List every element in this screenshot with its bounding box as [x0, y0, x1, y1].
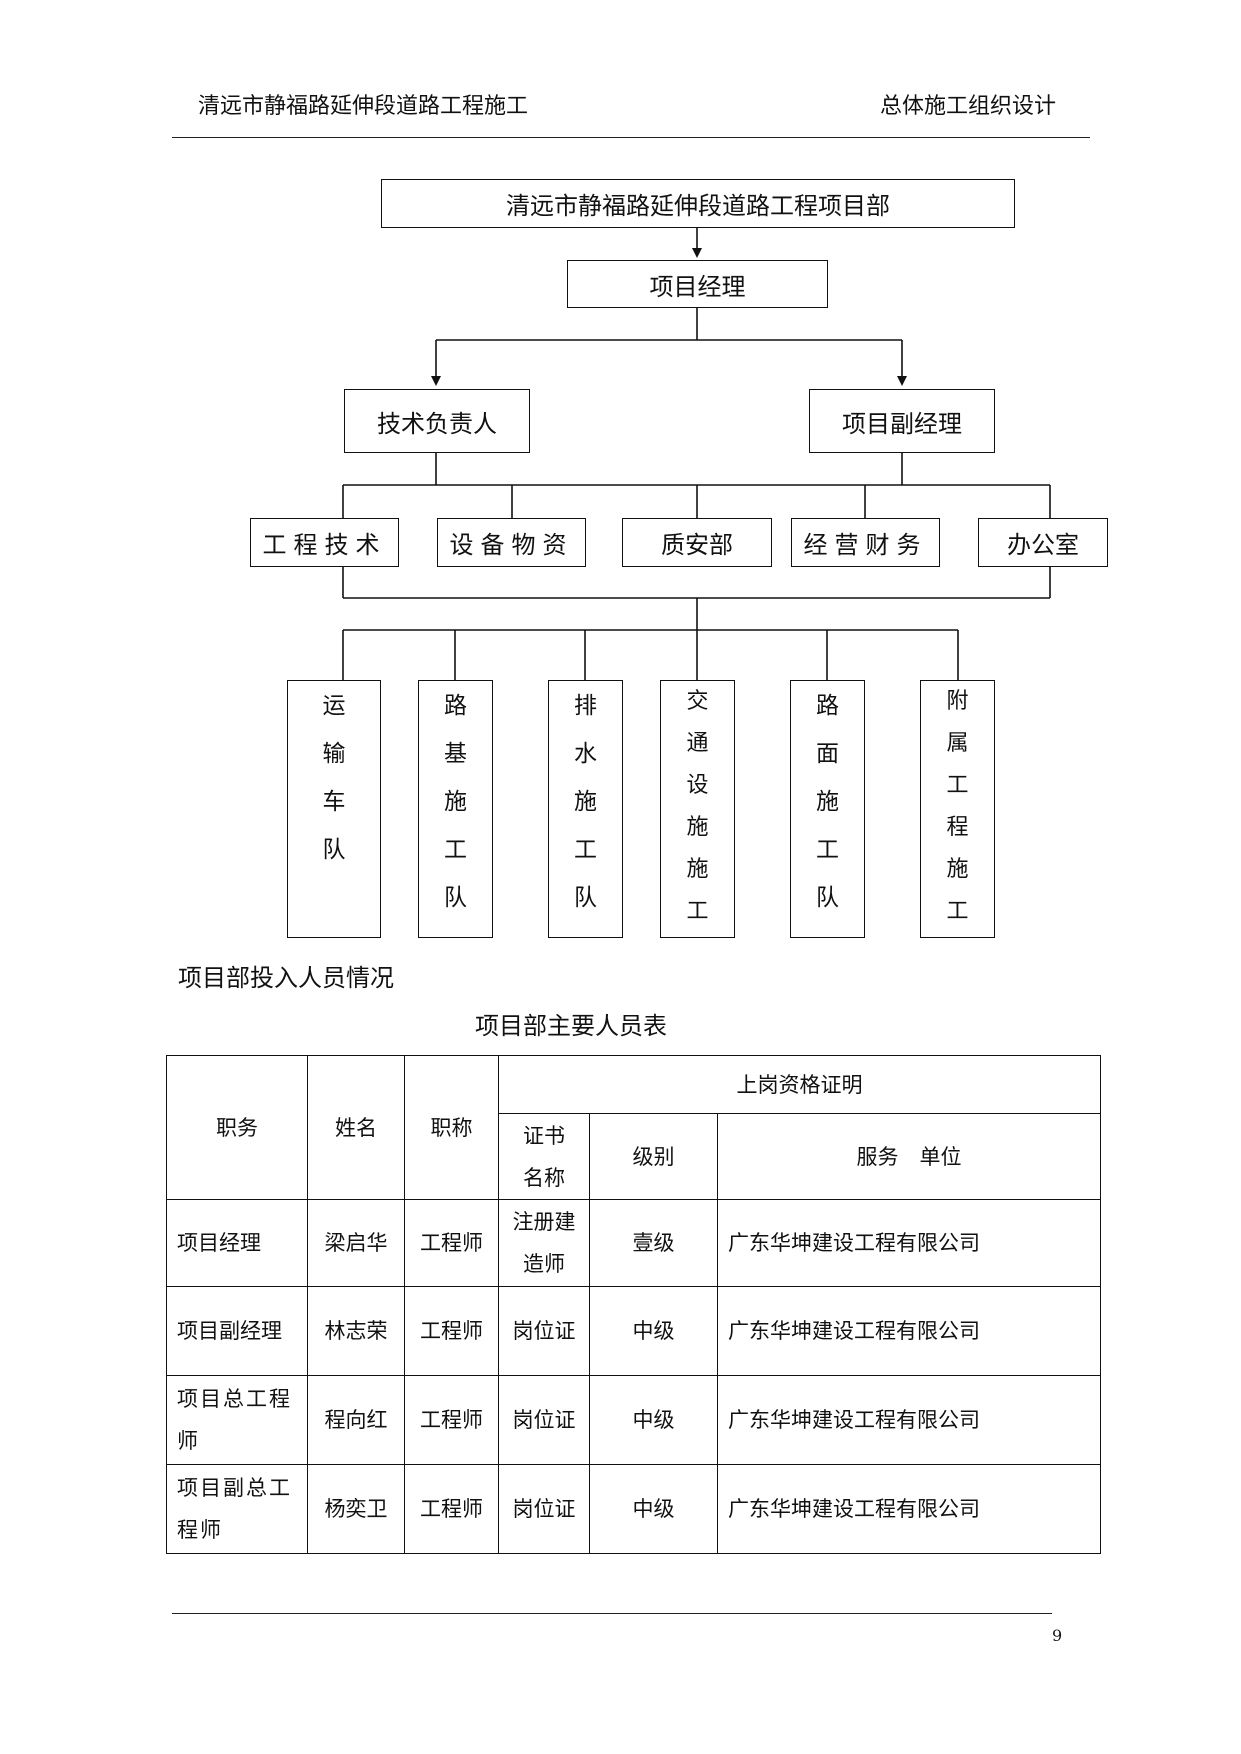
team-char: 路 — [444, 693, 467, 719]
header-name: 姓名 — [307, 1055, 405, 1200]
cell-cert: 岗位证 — [498, 1464, 590, 1554]
cell-cert: 岗位证 — [498, 1286, 590, 1376]
team-char: 队 — [322, 837, 346, 863]
cell-position: 项目总工程师 — [166, 1375, 308, 1465]
team-char: 施 — [816, 789, 839, 815]
team-char: 队 — [816, 885, 839, 911]
team-char: 路 — [816, 693, 839, 719]
cell-unit: 广东华坤建设工程有限公司 — [717, 1286, 1101, 1376]
team-char: 输 — [322, 741, 346, 767]
cell-title: 工程师 — [404, 1199, 499, 1287]
table-row: 项目副总工程师 杨奕卫 工程师 岗位证 中级 广东华坤建设工程有限公司 — [166, 1464, 1101, 1554]
cell-unit: 广东华坤建设工程有限公司 — [717, 1375, 1101, 1465]
team-char: 施 — [686, 815, 709, 840]
header-qualification-group: 上岗资格证明 — [498, 1055, 1101, 1114]
cell-title: 工程师 — [404, 1464, 499, 1554]
header-rule — [172, 137, 1090, 138]
team-char: 设 — [686, 773, 709, 798]
page-number: 9 — [1052, 1626, 1063, 1645]
org-deputy-manager: 项目副经理 — [809, 389, 995, 453]
team-char: 面 — [816, 741, 839, 767]
team-char: 属 — [946, 731, 969, 756]
team-char: 工 — [686, 899, 709, 924]
team-char: 基 — [444, 741, 467, 767]
team-char: 工 — [946, 773, 969, 798]
dept-office: 办公室 — [978, 518, 1108, 567]
table-row: 项目副经理 林志荣 工程师 岗位证 中级 广东华坤建设工程有限公司 — [166, 1286, 1101, 1376]
team-char: 通 — [686, 731, 709, 756]
cell-title: 工程师 — [404, 1286, 499, 1376]
org-project-manager: 项目经理 — [567, 260, 828, 308]
team-char: 施 — [686, 857, 709, 882]
team-char: 排 — [574, 693, 597, 719]
cell-name: 程向红 — [307, 1375, 405, 1465]
cell-unit: 广东华坤建设工程有限公司 — [717, 1199, 1101, 1287]
cell-name: 梁启华 — [307, 1199, 405, 1287]
cell-level: 壹级 — [589, 1199, 718, 1287]
team-drainage: 排 水 施 工 队 — [548, 680, 623, 938]
cell-level: 中级 — [589, 1464, 718, 1554]
header-position: 职务 — [166, 1055, 308, 1200]
header-unit: 服务 单位 — [717, 1113, 1101, 1200]
team-char: 程 — [946, 815, 969, 840]
team-char: 工 — [574, 837, 597, 863]
cell-title: 工程师 — [404, 1375, 499, 1465]
table-caption: 项目部主要人员表 — [475, 1012, 667, 1040]
team-char: 附 — [946, 689, 969, 714]
team-char: 队 — [574, 885, 597, 911]
cell-level: 中级 — [589, 1286, 718, 1376]
team-traffic-facilities: 交 通 设 施 施 工 — [660, 680, 735, 938]
table-header-row: 职务 姓名 职称 上岗资格证明 — [166, 1055, 1101, 1200]
org-chart-connectors — [342, 228, 1051, 680]
org-project-department: 清远市静福路延伸段道路工程项目部 — [381, 179, 1015, 228]
header-level: 级别 — [589, 1113, 718, 1200]
cell-cert: 岗位证 — [498, 1375, 590, 1465]
team-char: 工 — [444, 837, 467, 863]
team-ancillary-works: 附 属 工 程 施 工 — [920, 680, 995, 938]
cell-name: 林志荣 — [307, 1286, 405, 1376]
team-char: 交 — [686, 689, 709, 714]
header-right-title: 总体施工组织设计 — [880, 94, 1057, 119]
team-char: 运 — [322, 693, 346, 719]
team-char: 施 — [574, 789, 597, 815]
team-char: 施 — [946, 857, 969, 882]
cell-position: 项目副经理 — [166, 1286, 308, 1376]
table-subheader-row: 证书名称 级别 服务 单位 — [167, 1113, 1101, 1200]
cell-level: 中级 — [589, 1375, 718, 1465]
cell-position: 项目经理 — [166, 1199, 308, 1287]
dept-business-finance: 经营财务 — [791, 518, 940, 567]
team-roadbed: 路 基 施 工 队 — [418, 680, 493, 938]
section-title: 项目部投入人员情况 — [178, 964, 394, 992]
cell-position: 项目副总工程师 — [166, 1464, 308, 1554]
dept-engineering-tech: 工程技术 — [250, 518, 399, 567]
header-left-title: 清远市静福路延伸段道路工程施工 — [198, 94, 529, 119]
team-char: 工 — [946, 899, 969, 924]
footer-rule — [172, 1613, 1052, 1614]
dept-equipment-materials: 设备物资 — [437, 518, 586, 567]
team-char: 工 — [816, 837, 839, 863]
cell-unit: 广东华坤建设工程有限公司 — [717, 1464, 1101, 1554]
cell-name: 杨奕卫 — [307, 1464, 405, 1554]
team-char: 水 — [574, 741, 597, 767]
team-char: 车 — [322, 789, 346, 815]
org-technical-lead: 技术负责人 — [344, 389, 530, 453]
table-row: 项目总工程师 程向红 工程师 岗位证 中级 广东华坤建设工程有限公司 — [166, 1375, 1101, 1465]
team-pavement: 路 面 施 工 队 — [790, 680, 865, 938]
header-cert-name: 证书名称 — [498, 1113, 590, 1200]
team-transport: 运 输 车 队 — [287, 680, 381, 938]
table-row: 项目经理 梁启华 工程师 注册建造师 壹级 广东华坤建设工程有限公司 — [166, 1199, 1101, 1287]
dept-quality-safety: 质安部 — [622, 518, 772, 567]
staff-table: 职务 姓名 职称 上岗资格证明 证书名称 级别 服务 单位 项目经理 梁启华 工… — [166, 1055, 1101, 1554]
header-title: 职称 — [404, 1055, 499, 1200]
cell-cert: 注册建造师 — [498, 1199, 590, 1287]
team-char: 队 — [444, 885, 467, 911]
team-char: 施 — [444, 789, 467, 815]
